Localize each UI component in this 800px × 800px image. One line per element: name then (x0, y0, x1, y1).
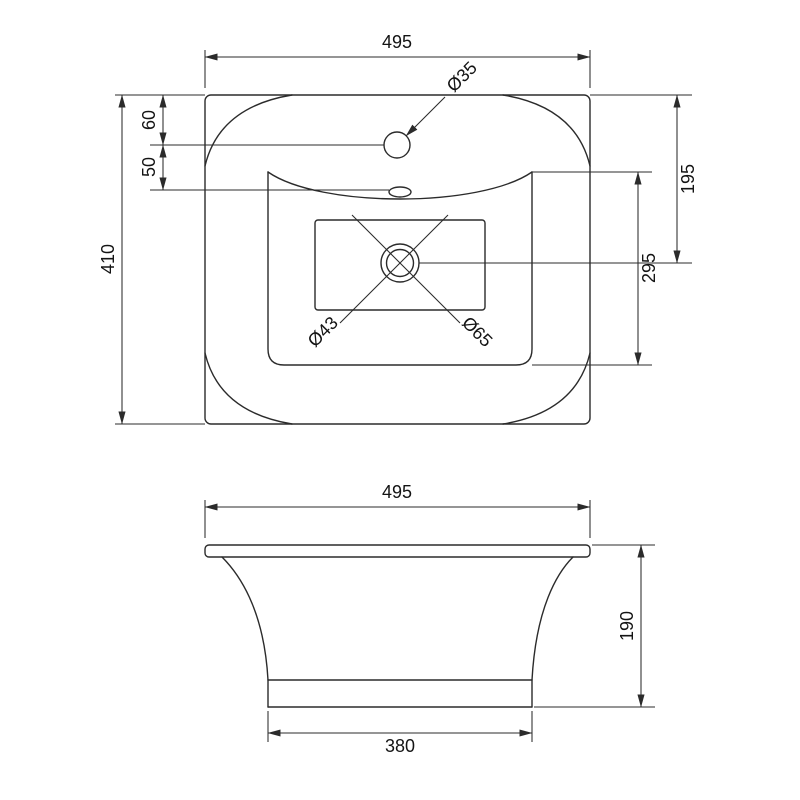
dim-label-right-lower: 295 (639, 253, 659, 283)
waste-diagonal-leader-1 (339, 214, 449, 324)
basin-rim-profile (204, 544, 591, 558)
dim-label-plan-width: 495 (382, 32, 412, 52)
tap-hole-leader (405, 96, 446, 137)
callout-waste-outer-dia: Ø65 (458, 313, 496, 351)
plan-view: 495 410 60 50 195 295 Ø35 Ø43 Ø65 (98, 32, 698, 425)
body-curve-left (221, 556, 269, 681)
front-view: 495 190 380 (204, 482, 655, 756)
waste-hole-inner (385, 248, 415, 278)
callout-tap-hole-dia: Ø35 (443, 58, 481, 96)
dim-label-tap-offset: 60 (139, 110, 159, 130)
body-curve-right (531, 556, 574, 681)
callout-waste-inner-dia: Ø43 (304, 313, 342, 351)
bowl-flat-bottom (314, 219, 486, 311)
overflow-hole (388, 186, 412, 198)
dim-label-overflow-offset: 50 (139, 157, 159, 177)
dim-label-base-width: 380 (385, 736, 415, 756)
rim-flare-top-left (204, 94, 293, 167)
bowl-rear-dip-curve (267, 171, 533, 200)
rim-flare-bottom-right (502, 352, 591, 425)
bowl-outline (267, 171, 533, 366)
dim-label-right-upper: 195 (678, 164, 698, 194)
dim-label-height: 190 (617, 611, 637, 641)
dim-label-plan-depth: 410 (98, 244, 118, 274)
rim-flare-top-right (502, 94, 591, 167)
basin-outer-rim (204, 94, 591, 425)
waste-diagonal-leader-2 (351, 214, 461, 324)
dim-label-front-width: 495 (382, 482, 412, 502)
rim-flare-bottom-left (204, 352, 293, 425)
